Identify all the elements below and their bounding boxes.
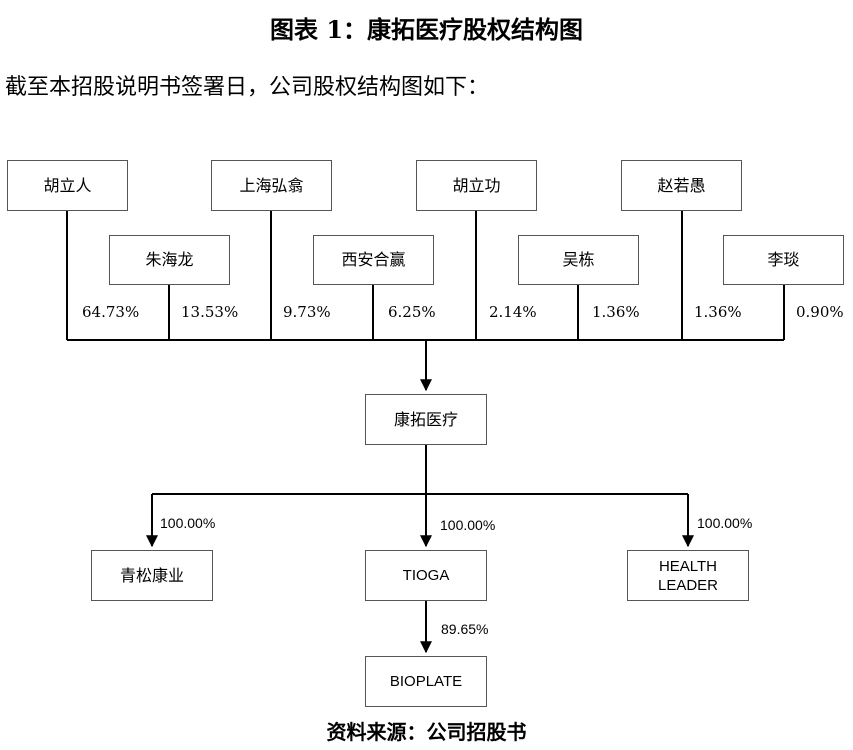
stake-percent: 1.36%: [694, 303, 742, 321]
figure-title: 图表 1：康拓医疗股权结构图: [269, 15, 584, 44]
shareholder-name: 胡立人: [43, 175, 92, 195]
shareholder-box: 吴栋: [518, 235, 639, 285]
stake-percent: 64.73%: [82, 303, 140, 321]
stake-percent: 1.36%: [592, 303, 640, 321]
subsidiary-box: HEALTH LEADER: [627, 550, 749, 601]
source-note: 资料来源：公司招股书: [326, 720, 527, 744]
shareholder-name: 朱海龙: [145, 250, 194, 269]
shareholder-box: 赵若愚: [621, 160, 742, 211]
shareholder-box: 胡立功: [416, 160, 537, 211]
stake-percent: 100.00%: [697, 515, 753, 531]
shareholder-box: 胡立人: [7, 160, 128, 211]
company-box: 康拓医疗: [365, 394, 487, 445]
intro-text: 截至本招股说明书签署日，公司股权结构图如下：: [5, 75, 490, 100]
shareholder-name: 李琰: [767, 250, 800, 269]
stake-percent: 6.25%: [388, 303, 436, 321]
stake-percent: 89.65%: [441, 621, 489, 637]
stake-percent: 2.14%: [489, 303, 537, 321]
shareholder-name: 上海弘翕: [239, 175, 304, 195]
stake-percent: 100.00%: [160, 515, 216, 531]
shareholder-box: 上海弘翕: [211, 160, 332, 211]
grandchild-box: BIOPLATE: [365, 656, 487, 707]
subsidiary-box: 青松康业: [91, 550, 213, 601]
grandchild-name: BIOPLATE: [389, 672, 463, 690]
shareholder-name: 吴栋: [562, 250, 595, 269]
subsidiary-name-line: LEADER: [657, 576, 719, 594]
shareholder-name: 胡立功: [452, 175, 501, 195]
shareholder-box: 李琰: [723, 235, 844, 285]
stake-percent: 13.53%: [181, 303, 239, 321]
subsidiary-name-line: HEALTH: [658, 557, 718, 575]
company-name: 康拓医疗: [393, 409, 458, 429]
shareholder-name: 西安合赢: [341, 250, 406, 269]
stake-percent: 100.00%: [440, 517, 496, 533]
stake-percent: 9.73%: [283, 303, 331, 321]
subsidiary-name: 青松康业: [119, 565, 184, 585]
shareholder-box: 朱海龙: [109, 235, 230, 285]
shareholder-box: 西安合赢: [313, 235, 434, 285]
stake-percent: 0.90%: [796, 303, 844, 321]
subsidiary-name: TIOGA: [402, 566, 450, 584]
subsidiary-box: TIOGA: [365, 550, 487, 601]
shareholder-name: 赵若愚: [657, 175, 706, 195]
